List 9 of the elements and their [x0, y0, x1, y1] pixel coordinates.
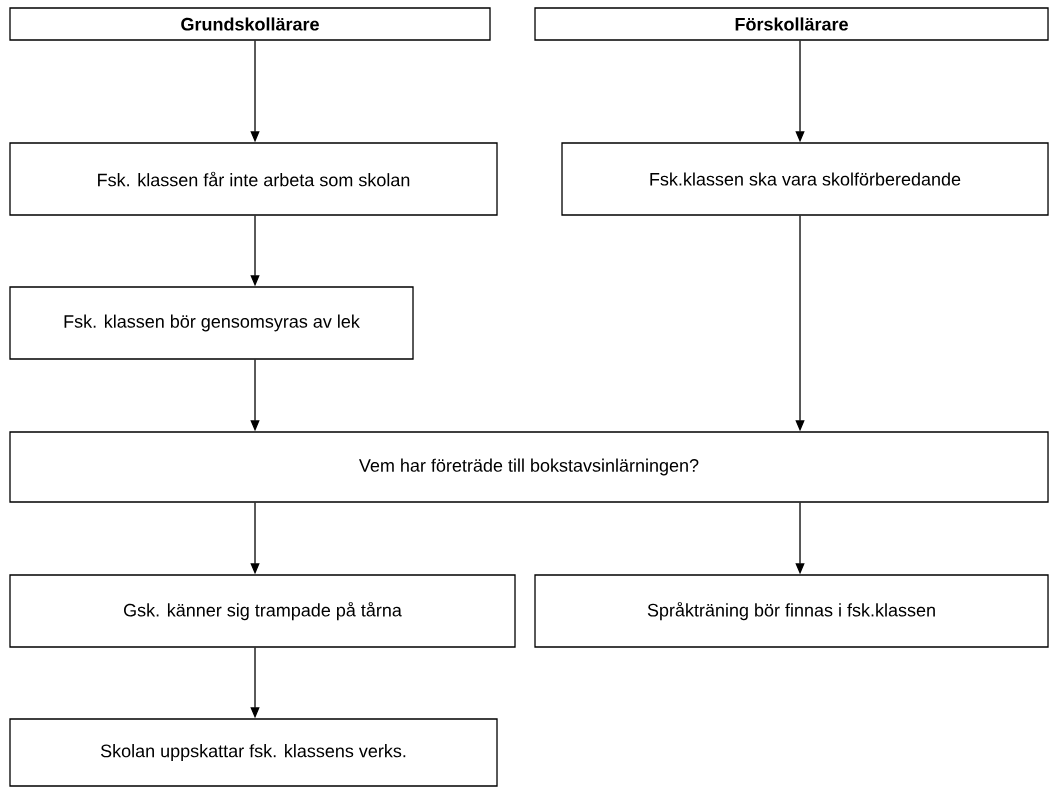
- heading-box: Förskollärare: [534, 7, 1049, 41]
- process-box: Skolan uppskattar fsk. klassens verks.: [9, 718, 498, 787]
- process-box: Fsk. klassen bör gensomsyras av lek: [9, 286, 414, 360]
- process-box: Fsk. klassen får inte arbeta som skolan: [9, 142, 498, 216]
- process-box: Språkträning bör finnas i fsk.klassen: [534, 574, 1049, 648]
- process-box: Gsk. känner sig trampade på tårna: [9, 574, 516, 648]
- heading-box: Grundskollärare: [9, 7, 491, 41]
- process-box: Fsk.klassen ska vara skolförberedande: [561, 142, 1049, 216]
- process-box: Vem har företräde till bokstavsinlärningen?: [9, 431, 1049, 503]
